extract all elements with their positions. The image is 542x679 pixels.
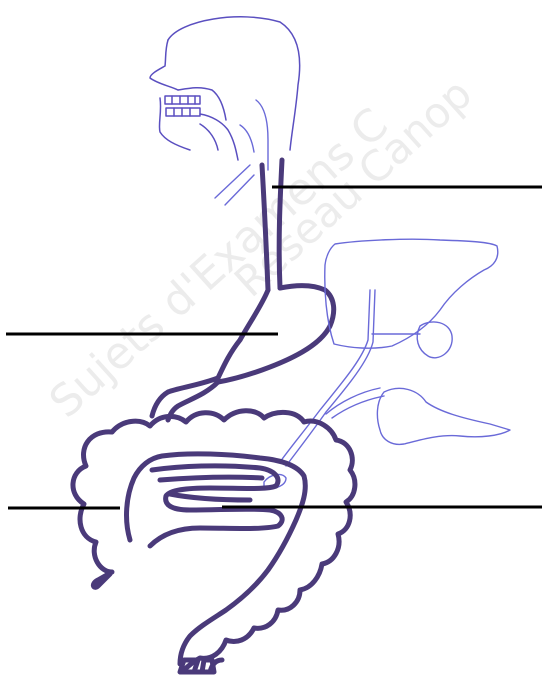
tongue [200,114,238,160]
liver [325,239,498,348]
gallbladder [372,322,452,358]
esophagus [262,160,282,290]
pharynx [240,100,268,170]
large-intestine [73,411,355,672]
trachea [215,165,254,205]
teeth [165,96,200,116]
head-outline [150,17,300,150]
